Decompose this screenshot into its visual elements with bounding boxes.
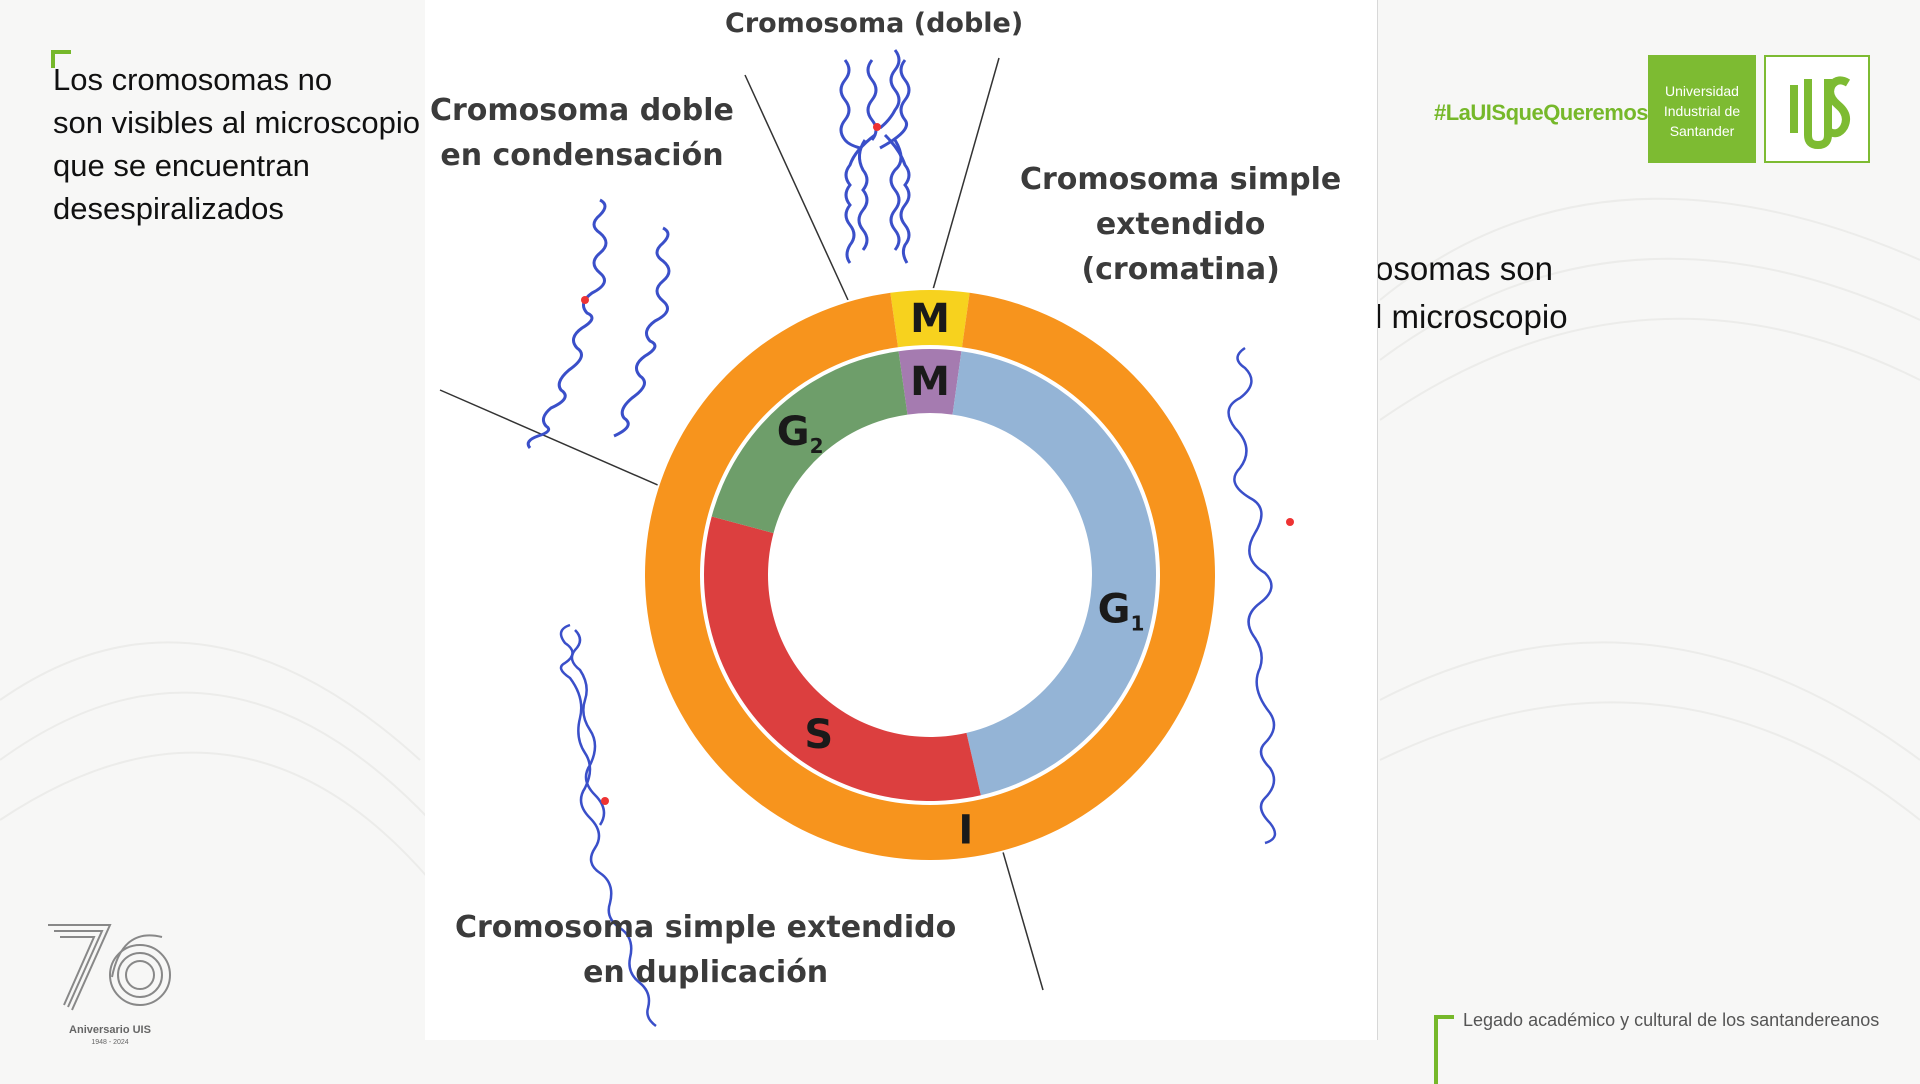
outer-ring-label-i: I: [958, 807, 973, 853]
condensing-chromosome-icon: [526, 198, 671, 449]
inner-ring-segment-m: [898, 348, 962, 415]
label-duplicating-chromosome: Cromosoma simple extendido en duplicació…: [455, 910, 957, 990]
label-extended-chromosome: Cromosoma simple extendido (cromatina): [1020, 162, 1342, 287]
inner-ring-label-s: S: [804, 712, 833, 758]
anniversary-text: Aniversario UIS: [69, 1024, 151, 1036]
hashtag-label: #LaUISqueQueremos: [1434, 100, 1649, 125]
outer-ring-label-m: M: [910, 296, 950, 342]
corner-bracket-decoration: [51, 50, 71, 68]
footer-bracket-decoration: [1434, 1015, 1454, 1084]
slide-right-partial-text: osomas son l microscopio: [1375, 250, 1568, 335]
76-anniversary-logo: Aniversario UIS 1948 - 2024: [40, 915, 180, 1050]
inner-ring-segment-s: [704, 516, 981, 801]
anniversary-years: 1948 - 2024: [91, 1039, 128, 1046]
inner-ring-segment-g1: [952, 351, 1157, 796]
inner-ring-segment-g2: [711, 351, 908, 534]
slide-left-text: Los cromosomas no son visibles al micros…: [53, 62, 420, 226]
double-chromosome-icon: [839, 49, 911, 264]
label-double-chromosome: Cromosoma (doble): [725, 8, 1024, 39]
label-condensing-chromosome: Cromosoma doble en condensación: [430, 93, 734, 173]
inner-ring-label-m: M: [910, 359, 950, 405]
uis-monogram-icon: [1764, 55, 1870, 163]
pointer-line-top-right: [929, 57, 1000, 301]
university-name-box: Universidad Industrial de Santander: [1648, 55, 1756, 163]
duplicating-chromatin-icon: [559, 623, 657, 1028]
pointer-line-top-left: [744, 74, 849, 301]
outer-ring-segment-m: [890, 290, 970, 348]
footer-tagline: Legado académico y cultural de los santa…: [1463, 1010, 1880, 1030]
extended-chromatin-icon: [1227, 346, 1294, 845]
